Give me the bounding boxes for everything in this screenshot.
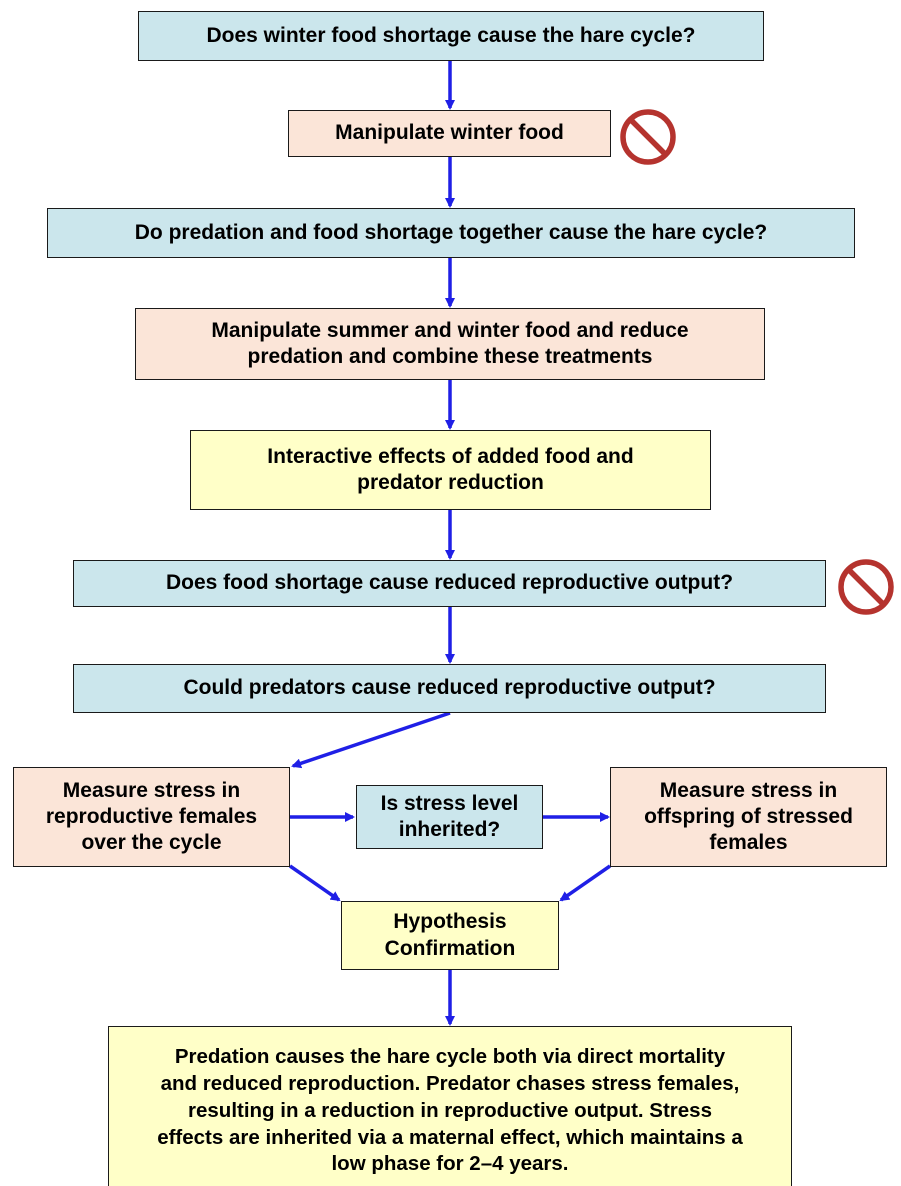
result-line-1: Interactive effects of added food and [267,444,634,468]
question-predators-reproduction-text: Could predators cause reduced reproducti… [183,676,716,700]
hypothesis-confirmation: Hypothesis Confirmation [341,901,559,970]
conclusion-line-5: low phase for 2–4 years. [331,1152,569,1176]
question-stress-inherited: Is stress level inherited? [356,785,543,849]
right-box-line-1: Measure stress in [659,778,838,802]
question-food-shortage-reproduction: Does food shortage cause reduced reprodu… [73,560,826,607]
result-interactive-effects: Interactive effects of added food and pr… [190,430,711,510]
action-manipulate-winter-food: Manipulate winter food [288,110,611,157]
conclusion-line-4: effects are inherited via a maternal eff… [157,1125,743,1149]
hyp-line-2: Confirmation [384,936,516,960]
left-box-line-1: Measure stress in [62,778,241,802]
left-box-line-3: over the cycle [81,831,222,855]
hyp-line-1: Hypothesis [393,910,507,934]
question-winter-food-text: Does winter food shortage cause the hare… [206,23,696,47]
question-food-shortage-reproduction-text: Does food shortage cause reduced reprodu… [165,571,734,595]
action-line-2: predation and combine these treatments [247,345,653,368]
conclusion-line-2: and reduced reproduction. Predator chase… [160,1071,740,1095]
result-line-2: predator reduction [357,471,544,494]
left-box-line-2: reproductive females [45,804,258,828]
question-predation-and-food-text: Do predation and food shortage together … [134,220,768,244]
action-manipulate-winter-food-text: Manipulate winter food [335,121,564,145]
mid-box-line-2: inherited? [398,818,501,841]
conclusion-box: Predation causes the hare cycle both via… [108,1026,792,1186]
question-predators-reproduction: Could predators cause reduced reproducti… [73,664,826,713]
conclusion-line-1: Predation causes the hare cycle both via… [174,1045,726,1068]
action-line-1: Manipulate summer and winter food and re… [211,318,689,342]
arrow-left-to-hyp [289,864,341,902]
question-winter-food: Does winter food shortage cause the hare… [138,11,764,61]
right-box-line-3: females [709,831,788,855]
right-box-line-2: offspring of stressed [644,804,853,828]
conclusion-line-3: resulting in a reduction in reproductive… [188,1098,712,1122]
prohibited-icon [838,559,894,615]
arrow-q4-to-left [291,711,451,769]
action-manipulate-food-and-predation: Manipulate summer and winter food and re… [135,308,765,380]
action-measure-stress-females: Measure stress in reproductive females o… [13,767,290,867]
arrow-right-to-hyp [559,864,611,902]
mid-box-line-1: Is stress level [380,791,519,815]
prohibited-icon [620,109,676,165]
question-predation-and-food: Do predation and food shortage together … [47,208,855,258]
action-measure-stress-offspring: Measure stress in offspring of stressed … [610,767,887,867]
